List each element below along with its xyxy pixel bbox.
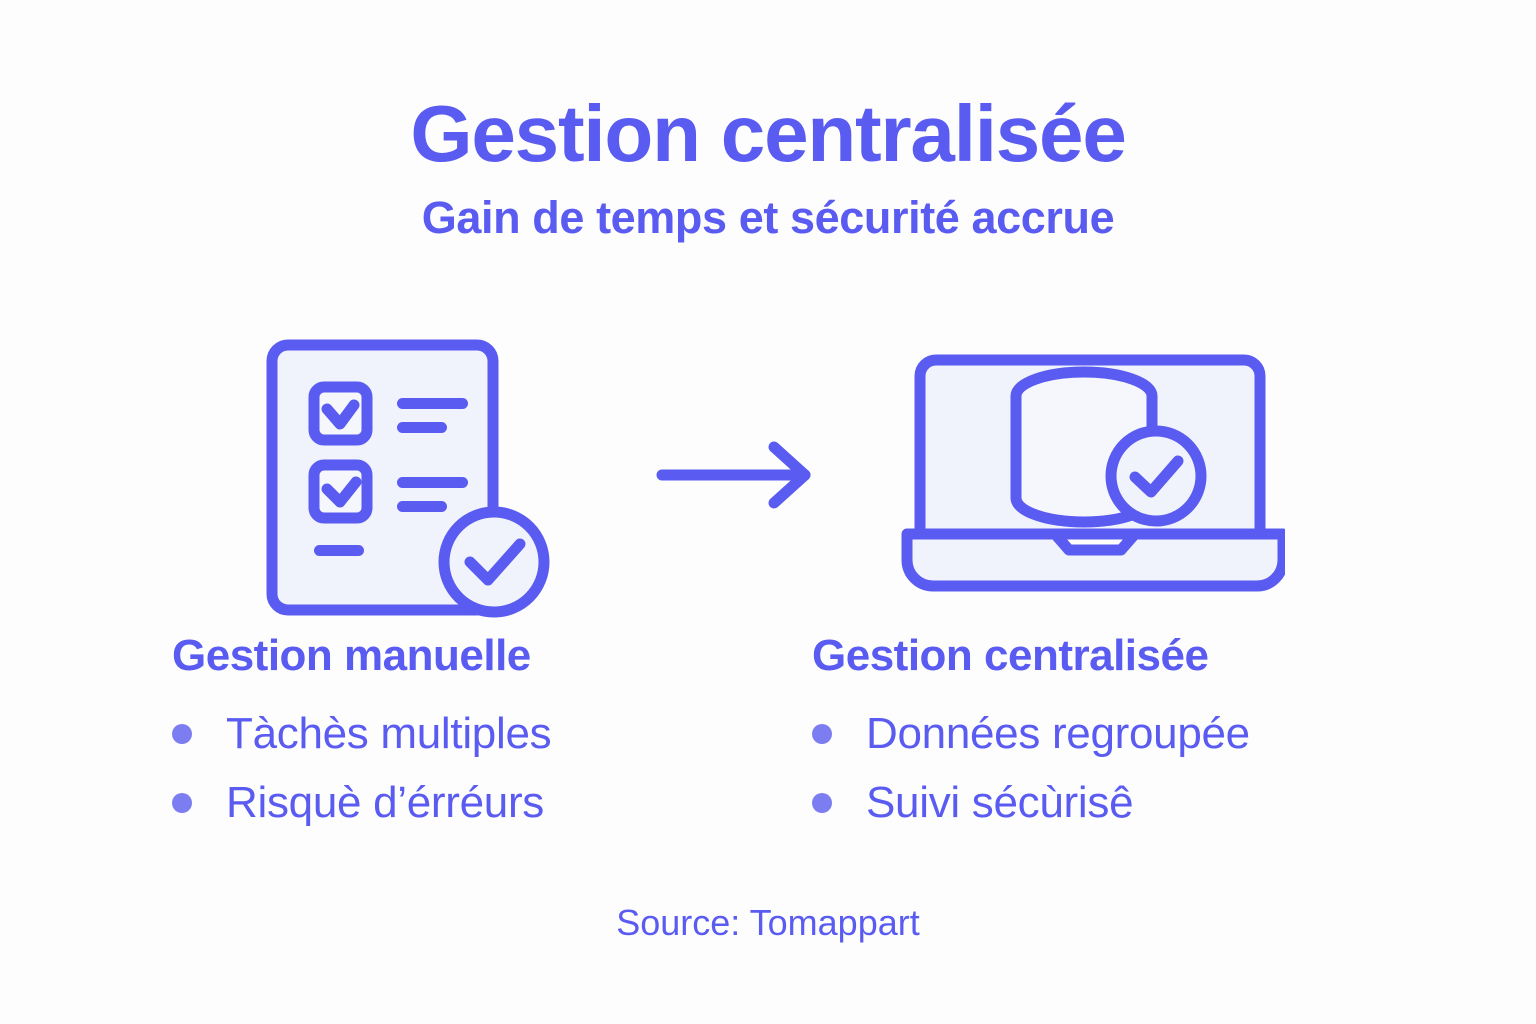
bullet-dot-icon	[172, 792, 192, 813]
bullet-dot-icon	[172, 723, 192, 744]
laptop-database-icon	[895, 336, 1285, 616]
bullet-text: Suivi sécùrisê	[866, 778, 1134, 828]
column-centralized: Gestion centralisée Données regroupée Su…	[812, 631, 1412, 844]
bullet-text: Risquè d’érréurs	[226, 778, 545, 828]
comparison-columns: Gestion manuelle Tàchès multiples Risquè…	[0, 631, 1536, 872]
bullet-dot-icon	[812, 723, 832, 744]
page-title: Gestion centralisée	[410, 89, 1126, 178]
icon-row	[0, 330, 1536, 620]
page-subtitle: Gain de temps et sécurité accrue	[421, 191, 1115, 243]
source-attribution: Source: Tomappart	[616, 902, 920, 943]
bullet-dot-icon	[812, 792, 832, 813]
header: Gestion centralisée Gain de temps et séc…	[0, 89, 1536, 243]
bullet-text: Données regroupée	[866, 709, 1250, 759]
column-heading-centralized: Gestion centralisée	[812, 631, 1209, 680]
bullet-text: Tàchès multiples	[226, 709, 552, 759]
bullet-list-manual: Tàchès multiples Risquè d’érréurs	[172, 706, 732, 830]
list-item: Suivi sécùrisê	[812, 775, 1412, 830]
list-item: Tàchès multiples	[172, 706, 732, 761]
arrow-right-icon	[650, 435, 830, 515]
list-item: Données regroupée	[812, 706, 1412, 761]
column-manual: Gestion manuelle Tàchès multiples Risquè…	[172, 631, 732, 844]
bullet-list-centralized: Données regroupée Suivi sécùrisê	[812, 706, 1412, 830]
checklist-document-icon	[255, 330, 555, 620]
list-item: Risquè d’érréurs	[172, 775, 732, 830]
column-heading-manual: Gestion manuelle	[172, 631, 531, 680]
